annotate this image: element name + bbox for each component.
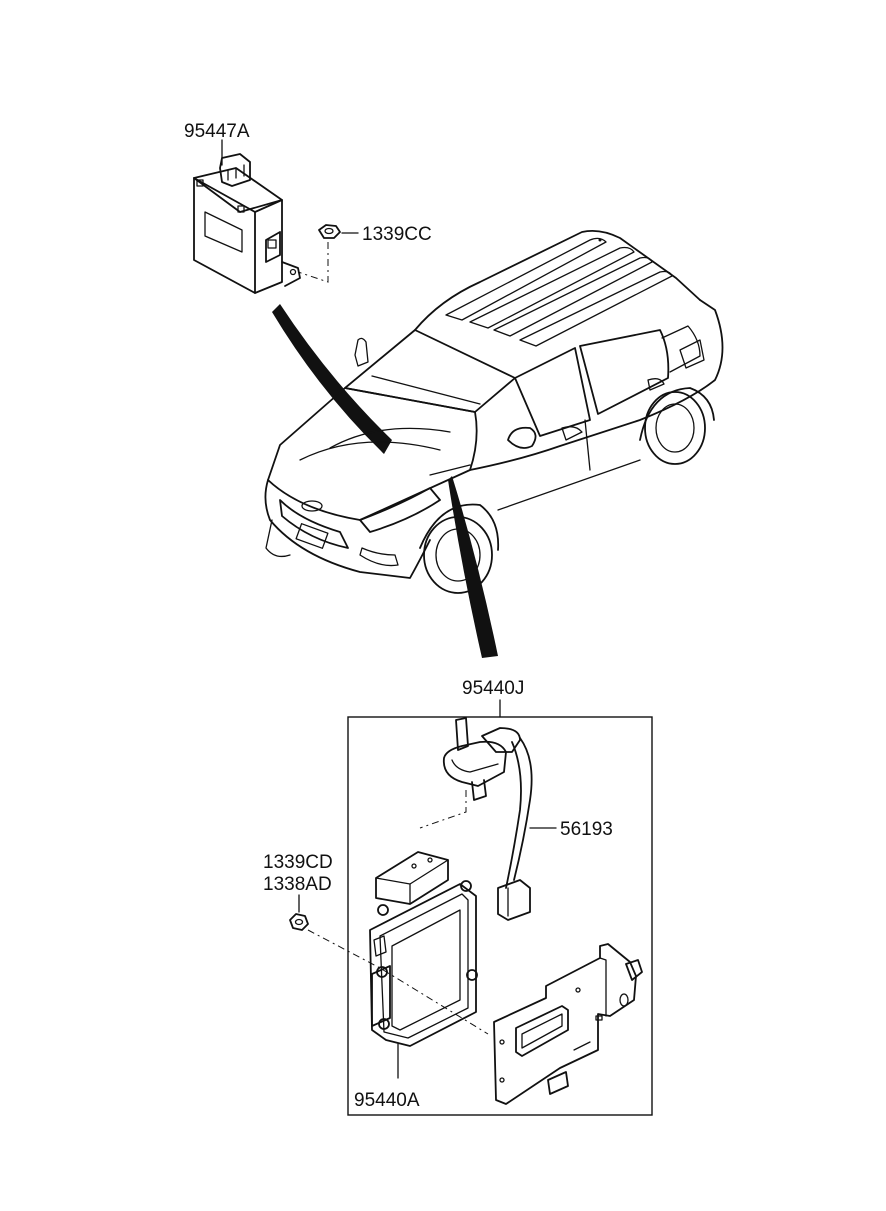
label-1339cd: 1339CD — [263, 852, 333, 873]
wiring-56193[interactable] — [442, 717, 557, 921]
vehicle-illustration — [264, 229, 724, 594]
mounting-bracket[interactable] — [493, 943, 643, 1105]
label-1338ad: 1338AD — [263, 874, 332, 895]
unit-95440a[interactable] — [369, 851, 478, 1079]
label-56193: 56193 — [560, 819, 613, 840]
leader-95440j — [448, 476, 498, 658]
leader-95447a — [272, 304, 392, 454]
nut-1339cc[interactable] — [297, 224, 359, 283]
label-1339cc: 1339CC — [362, 224, 432, 245]
label-95447a: 95447A — [184, 121, 250, 142]
label-95440a: 95440A — [354, 1090, 420, 1111]
label-95440j: 95440J — [462, 678, 524, 699]
assembly-frame — [347, 716, 653, 1116]
module-95447a[interactable] — [193, 139, 301, 294]
nut-1339cd[interactable] — [289, 913, 309, 931]
